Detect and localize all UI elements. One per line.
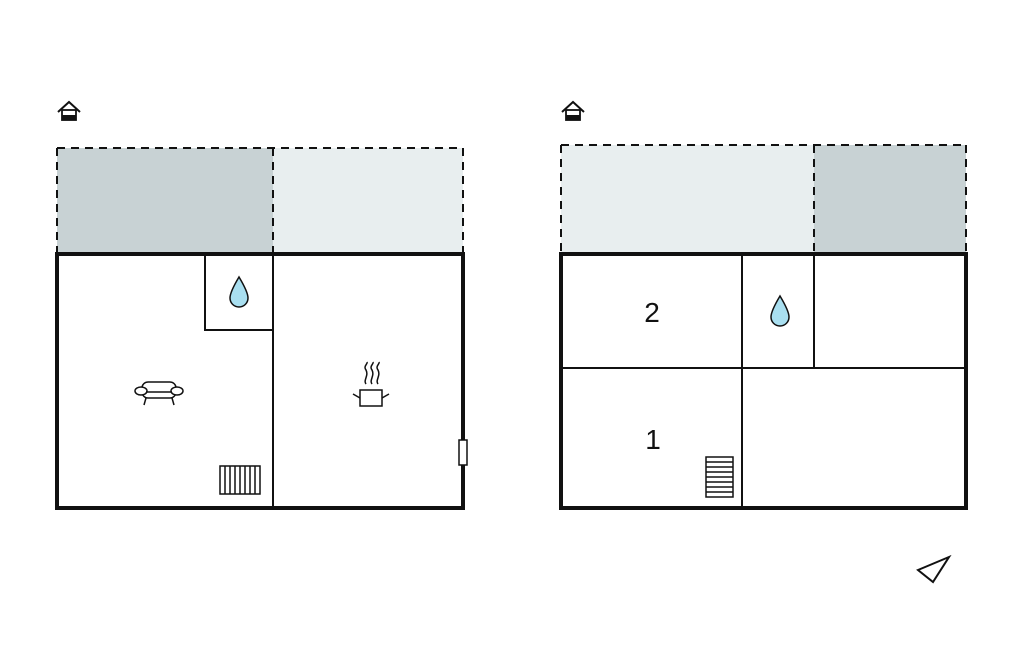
room-label-2: 2 <box>644 297 660 328</box>
water-drop-icon <box>229 275 249 308</box>
terrace-outline <box>560 144 967 252</box>
north-arrow-icon <box>916 554 952 584</box>
cooking-pot-icon <box>352 361 390 407</box>
house-entrance-icon <box>57 100 81 121</box>
house-entrance-icon <box>561 100 585 121</box>
staircase-icon <box>705 456 734 498</box>
door-marker <box>458 439 468 466</box>
staircase-icon <box>219 465 261 495</box>
interior-walls <box>561 254 966 508</box>
terrace-dark <box>57 148 273 252</box>
sofa-icon <box>134 381 184 406</box>
terrace-light <box>561 145 814 252</box>
outer-walls <box>55 252 465 510</box>
water-drop-icon <box>770 294 790 327</box>
terrace-outline <box>56 147 464 252</box>
interior-walls <box>204 254 274 508</box>
room-label-1: 1 <box>645 424 661 455</box>
floor-plan-ground <box>55 100 468 510</box>
terrace-dark <box>814 145 966 252</box>
terrace-light <box>273 148 463 252</box>
floor-plan-upper: 2 1 <box>559 100 968 510</box>
outer-walls <box>559 252 968 510</box>
